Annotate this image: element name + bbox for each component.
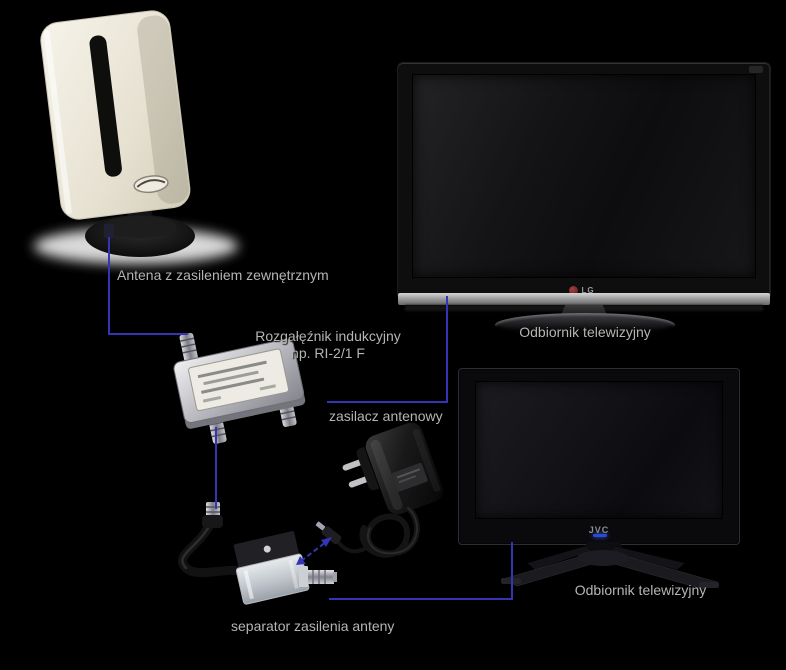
tv-bottom-brand-text: JVC [588,525,610,535]
tv-top-brand-text: LG [581,286,595,296]
tv-top-screen [412,74,756,278]
tv-bottom-stand [501,542,719,590]
cable-antenna-to-splitter [108,333,188,335]
tv-bottom-label: Odbiornik telewizyjny [574,582,707,598]
tv-top-label: Odbiornik telewizyjny [519,324,651,340]
power-supply-cord [334,505,421,558]
separator-output-connector [299,566,337,587]
separator-top-connector [202,502,223,528]
cable-antenna-down [108,237,110,335]
power-supply-dc-plug [315,521,342,545]
splitter-body-label [188,348,290,412]
antenna-panel [40,10,191,220]
antenna-base-top [103,216,177,238]
tv-top: LG [395,60,775,338]
plug-to-separator-arrow [296,537,332,565]
tv-top-brand: LG [395,282,769,300]
tv-bottom-brand: JVC [455,520,743,538]
lg-logo-icon [569,286,579,296]
power-supply-label: zasilacz antenowy [329,408,443,424]
tv-top-bottom-strip [398,293,770,305]
antenna-label: Antena z zasileniem zewnętrznym [117,267,329,283]
splitter-label-line1: Rozgałęźnik indukcyjny [255,328,401,344]
antenna-graphic [34,10,238,264]
tv-bottom-power-led [593,534,607,537]
splitter-label-line2: np. RI-2/1 F [291,345,365,361]
cable-separator-to-tv-bottom-horizontal [329,598,513,600]
splitter-label: Rozgałęźnik indukcyjny np. RI-2/1 F [243,328,413,362]
antenna-cable-connector [104,224,114,238]
separator-graphic [177,502,337,605]
splitter-connector-top [179,332,198,363]
cable-splitter-to-separator [215,427,217,509]
cable-separator-to-tv-bottom-vertical [511,542,513,600]
tv-bottom: JVC [455,365,745,593]
power-supply-graphic [315,421,445,558]
antenna-slot [89,35,122,177]
cable-splitter-to-tv-top-horizontal [327,401,448,403]
tv-top-stand-base [495,313,675,337]
tv-top-corner-logo [749,66,763,73]
splitter-graphic [173,332,306,444]
separator-label: separator zasilenia anteny [231,618,395,634]
tv-bottom-screen [475,381,723,519]
separator-body [233,531,310,605]
cable-splitter-to-tv-top-vertical [446,296,448,403]
